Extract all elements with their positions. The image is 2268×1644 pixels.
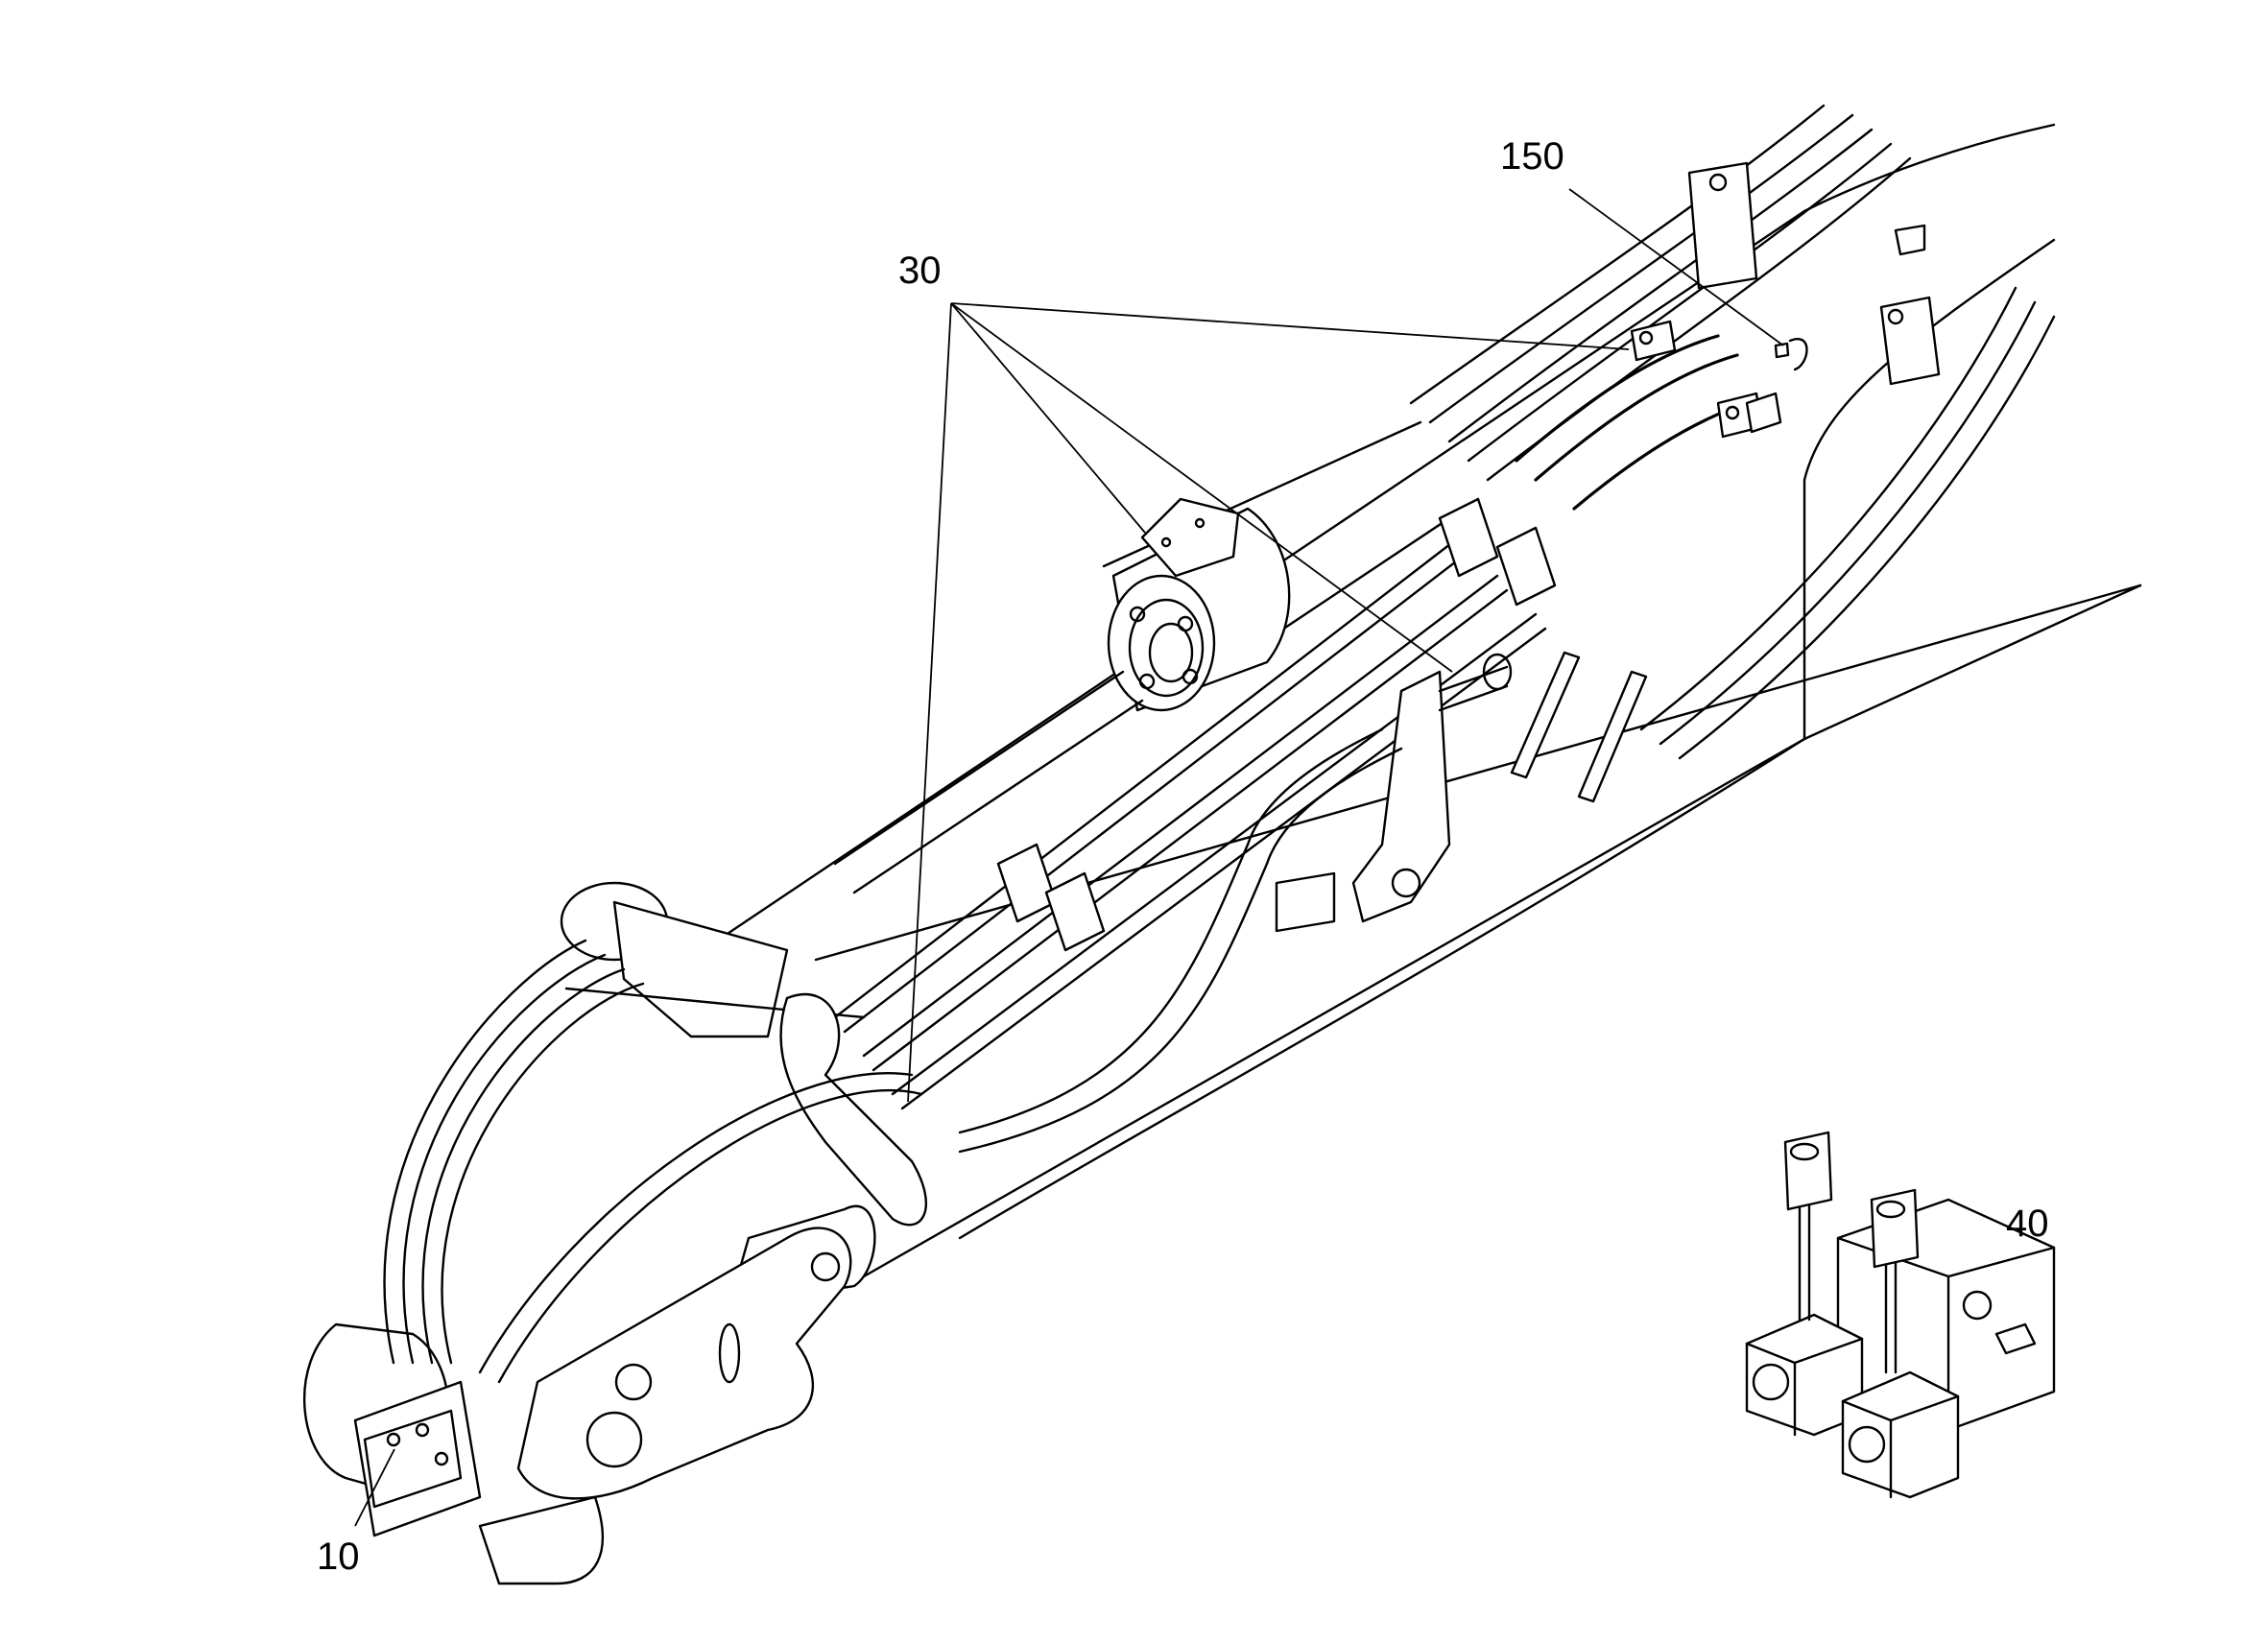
leader-30-b — [950, 302, 1630, 350]
quick-coupler-block — [353, 1380, 482, 1537]
callout-30: 30 — [898, 250, 942, 292]
upper-hose-bundle — [1409, 104, 2056, 760]
callout-150: 150 — [1500, 135, 1564, 178]
solenoid-valve-detail — [1745, 1131, 2056, 1499]
hose-clamps-top — [1687, 161, 1941, 386]
leader-30-a — [950, 302, 1146, 534]
mounting-plates — [1275, 651, 1648, 933]
callout-40: 40 — [2006, 1203, 2049, 1245]
leader-150 — [1568, 188, 1784, 346]
valve-cluster — [1515, 320, 1808, 511]
callout-10: 10 — [317, 1536, 360, 1578]
boom-cylinder — [833, 420, 1480, 894]
leader-30-c — [950, 302, 1453, 673]
side-bracket — [958, 653, 1513, 1154]
leader-lines — [354, 188, 1784, 1527]
coupler-hoses — [383, 939, 923, 1384]
leader-10 — [354, 1448, 395, 1527]
leader-30-d — [907, 302, 952, 1103]
